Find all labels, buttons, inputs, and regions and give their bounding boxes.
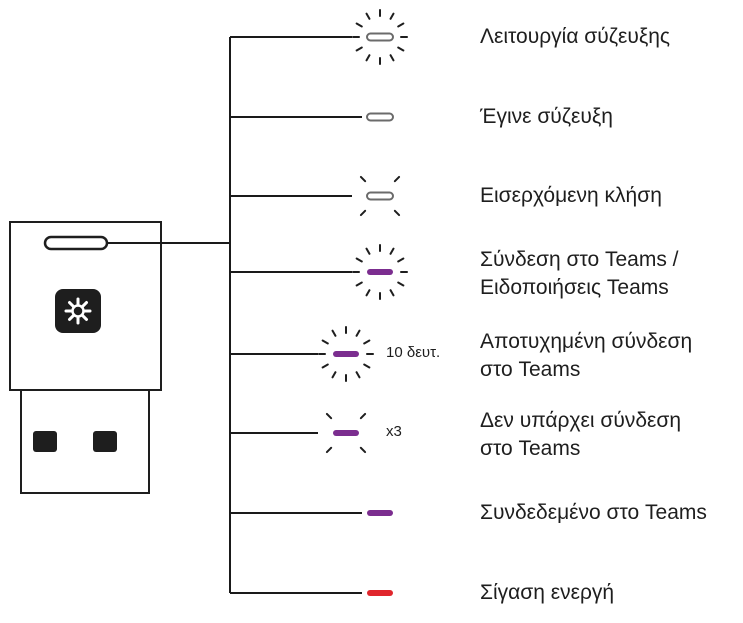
usb-contact	[93, 431, 117, 452]
usb-dongle	[9, 221, 230, 494]
indicator-label: Εισερχόμενη κλήση	[480, 182, 662, 210]
indicator-label: Έγινε σύζευξη	[480, 103, 613, 131]
indicator-row	[230, 175, 401, 217]
label-line: στο Teams	[480, 358, 581, 381]
label-line: Ειδοποιήσεις Teams	[480, 276, 669, 299]
blink-rays	[352, 244, 408, 300]
blink-rays	[352, 9, 408, 65]
blink-rays	[359, 175, 401, 217]
teams-asterisk-icon	[64, 297, 92, 325]
indicator-row	[230, 112, 394, 122]
indicator-note: 10 δευτ.	[386, 344, 441, 361]
indicator-label: Λειτουργία σύζευξης	[480, 23, 670, 51]
indicator-row	[230, 244, 408, 300]
indicator-label: Συνδεδεμένο στο Teams	[480, 499, 707, 527]
led-purple	[333, 351, 359, 357]
label-line: Έγινε σύζευξη	[480, 105, 613, 128]
label-line: Σύνδεση στο Teams /	[480, 248, 679, 271]
indicator-row	[230, 9, 408, 65]
label-line: Αποτυχημένη σύνδεση	[480, 330, 693, 353]
indicator-label: Δεν υπάρχει σύνδεση στο Teams	[480, 407, 681, 463]
led-purple	[367, 510, 393, 516]
label-line: Σίγαση ενεργή	[480, 581, 615, 604]
led-purple	[367, 269, 393, 275]
led-white	[366, 191, 394, 201]
usb-contact	[33, 431, 57, 452]
label-line: Δεν υπάρχει σύνδεση	[480, 409, 682, 432]
indicator-row	[230, 412, 367, 454]
blink-rays	[325, 412, 367, 454]
label-line: Εισερχόμενη κλήση	[480, 184, 662, 207]
dongle-led	[43, 235, 109, 251]
indicator-label: Αποτυχημένη σύνδεση στο Teams	[480, 328, 692, 384]
led-red	[367, 590, 393, 596]
indicator-row	[230, 510, 393, 516]
label-line: Λειτουργία σύζευξης	[480, 25, 671, 48]
indicator-row	[230, 326, 374, 382]
blink-rays	[318, 326, 374, 382]
indicator-label: Σίγαση ενεργή	[480, 579, 614, 607]
indicator-row	[230, 590, 393, 596]
indicator-label: Σύνδεση στο Teams / Ειδοποιήσεις Teams	[480, 246, 679, 302]
indicator-note: x3	[386, 423, 402, 440]
label-line: στο Teams	[480, 437, 581, 460]
led-white	[366, 32, 394, 42]
led-white	[366, 112, 394, 122]
led-purple	[333, 430, 359, 436]
label-line: Συνδεδεμένο στο Teams	[480, 501, 707, 524]
